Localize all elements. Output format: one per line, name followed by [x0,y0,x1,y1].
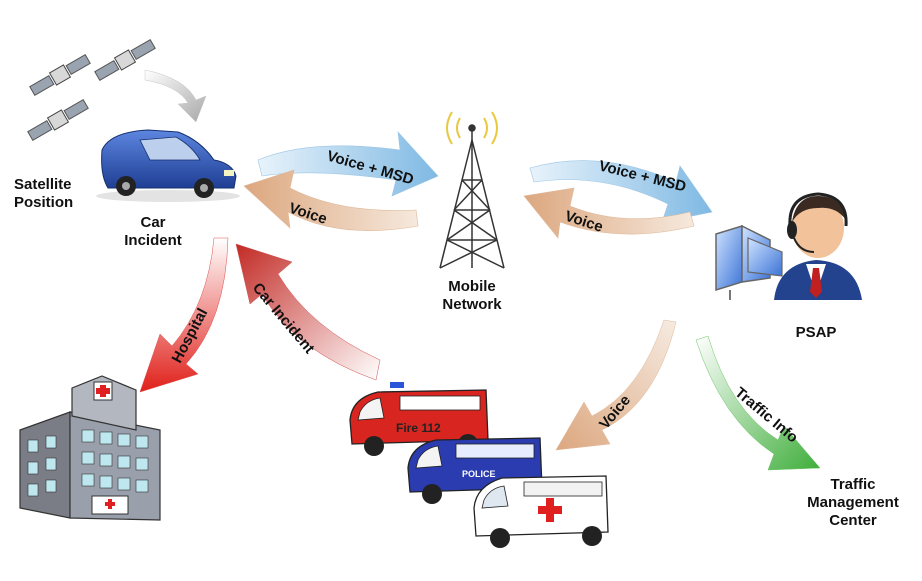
hospital-building-icon [19,375,161,521]
arrow-car-to-network [257,131,439,197]
mobile-network-label: Mobile Network [442,278,502,313]
psap-label: PSAP [795,324,837,341]
arrow-psap-to-services [555,319,677,451]
arrow-network-to-psap [529,160,713,223]
satellite-position-label: Satellite Position [14,176,74,211]
ambulance-icon [473,475,609,548]
arrow-psap-to-network [523,187,695,239]
car-incident-label: Car Incident [124,214,182,249]
satellite-icon [27,38,156,142]
traffic-management-center-label: Traffic Management Center [807,476,899,529]
car-icon [96,129,240,202]
arrow-psap-to-network-label: Voice [563,208,605,236]
mobile-tower-icon [439,111,505,269]
arrow-to-hospital [139,237,229,393]
satellite-signal-arrow [144,69,207,123]
arrow-traffic-info [695,335,821,471]
psap-operator-icon [715,192,862,300]
police-van-label: POLICE [462,469,496,479]
fire-van-label: Fire 112 [396,421,441,435]
arrow-network-to-car [243,169,419,231]
arrow-car-incident [235,243,381,381]
